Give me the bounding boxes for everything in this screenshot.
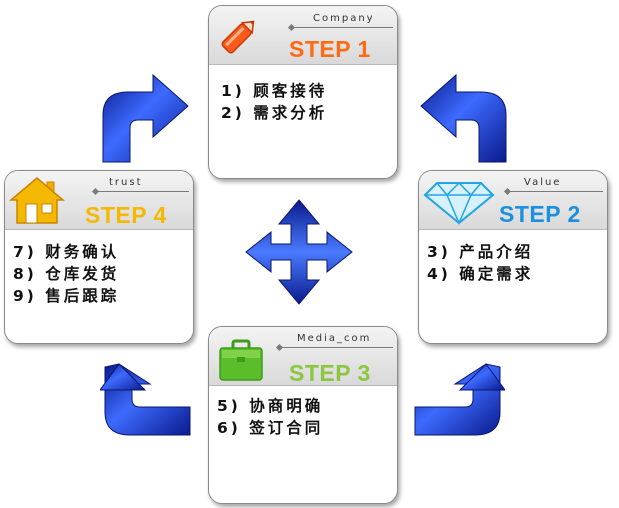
step-item: 3) 产品介绍 (427, 243, 534, 261)
curved-arrow-bottom-right-icon (414, 363, 505, 436)
step-title: STEP 3 (289, 360, 371, 386)
step-items: 7) 财务确认 8) 仓库发货 9) 售后跟踪 (13, 241, 119, 307)
house-icon (9, 177, 65, 224)
step-items: 5) 协商明确 6) 签订合同 (217, 395, 323, 439)
step-item: 6) 签订合同 (217, 419, 324, 437)
step-tag: Company (313, 13, 375, 24)
curved-arrow-top-left-icon (102, 73, 189, 163)
curved-arrow-bottom-left-icon (100, 363, 191, 436)
step-items: 3) 产品介绍 4) 确定需求 (427, 241, 533, 285)
step-item: 2) 需求分析 (221, 104, 328, 122)
step-card-4: trust STEP 4 7) 财务确认 8) 仓库发货 9) 售后跟踪 (4, 170, 194, 344)
step-title: STEP 4 (85, 202, 167, 228)
diamond-icon (423, 181, 495, 225)
step-card-3: Media_com STEP 3 5) 协商明确 6) 签订合同 (208, 326, 398, 504)
step-card-1: Company STEP 1 1) 顾客接待 2) 需求分析 (208, 5, 398, 179)
pencil-icon (221, 20, 255, 54)
step-item: 1) 顾客接待 (221, 82, 328, 100)
step-tag: trust (109, 177, 143, 188)
step-title: STEP 1 (289, 36, 371, 62)
step-item: 5) 协商明确 (217, 397, 324, 415)
step-item: 8) 仓库发货 (13, 265, 120, 283)
step-tag: Media_com (297, 333, 372, 344)
step-card-2: Value STEP 2 3) 产品介绍 4) 确定需求 (418, 170, 608, 344)
step-items: 1) 顾客接待 2) 需求分析 (221, 80, 327, 124)
step-item: 9) 售后跟踪 (13, 287, 120, 305)
briefcase-icon (219, 339, 263, 381)
four-way-arrow-icon (245, 199, 353, 305)
step-item: 7) 财务确认 (13, 243, 120, 261)
step-item: 4) 确定需求 (427, 265, 534, 283)
curved-arrow-top-right-icon (420, 73, 507, 163)
step-title: STEP 2 (499, 201, 581, 227)
step-tag: Value (524, 177, 562, 188)
